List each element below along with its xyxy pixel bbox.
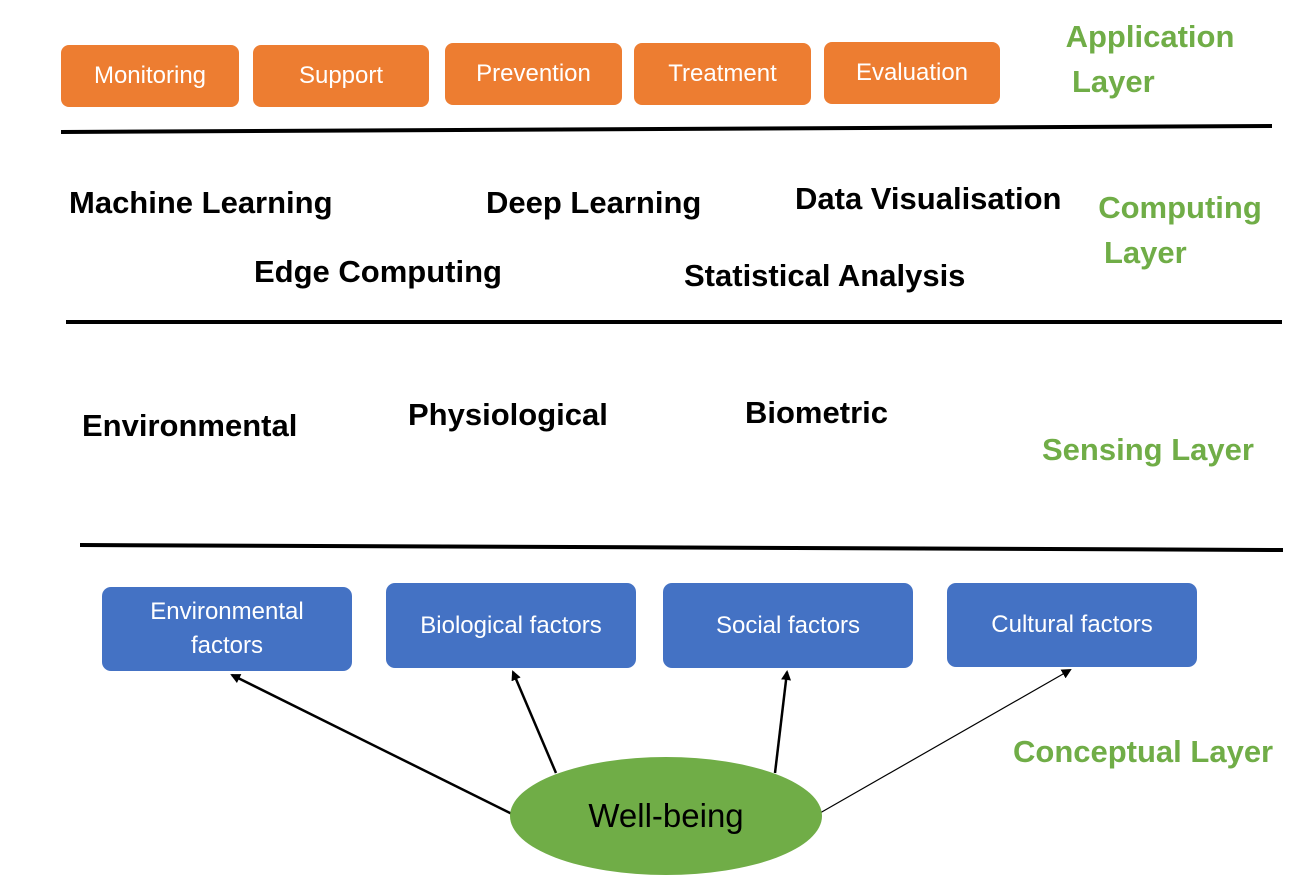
- sensing-term-environmental: Environmental: [82, 408, 298, 443]
- factor-box-biological: Biological factors: [386, 583, 636, 668]
- computing-term-data-visualisation: Data Visualisation: [795, 181, 1062, 216]
- arrow-to-biological-factors: [511, 670, 558, 774]
- factor-box-cultural: Cultural factors: [947, 583, 1197, 667]
- conceptual-layer-label: Conceptual Layer: [1013, 734, 1274, 769]
- application-box-treatment: Treatment: [634, 43, 811, 105]
- arrow-to-environmental-factors: [230, 673, 513, 816]
- sensing-term-biometric: Biometric: [745, 395, 888, 430]
- well-being-ellipse: Well-being: [510, 757, 822, 875]
- computing-term-statistical-analysis: Statistical Analysis: [684, 258, 966, 293]
- factor-box-environmental: Environmental factors: [102, 587, 352, 671]
- application-box-prevention: Prevention: [445, 43, 622, 105]
- sensing-layer-label: Sensing Layer: [1042, 432, 1254, 467]
- application-box-evaluation: Evaluation: [824, 42, 1000, 104]
- application-layer-label: Application Layer: [1060, 14, 1240, 104]
- computing-term-deep-learning: Deep Learning: [486, 185, 702, 220]
- separator-line-application: [60, 124, 1273, 134]
- sensing-term-physiological: Physiological: [408, 397, 608, 432]
- application-box-support: Support: [253, 45, 429, 107]
- computing-term-edge-computing: Edge Computing: [254, 254, 502, 289]
- application-layer-label-line1: Application: [1065, 19, 1235, 54]
- application-box-monitoring: Monitoring: [61, 45, 239, 107]
- computing-layer-label-line1: Computing: [1098, 190, 1262, 225]
- factor-environmental-line2: factors: [190, 632, 264, 659]
- computing-layer-label: Computing Layer: [1090, 185, 1270, 275]
- computing-term-machine-learning: Machine Learning: [69, 185, 333, 220]
- separator-line-sensing: [79, 543, 1284, 552]
- factor-box-social: Social factors: [663, 583, 913, 668]
- arrow-to-cultural-factors: [819, 669, 1072, 814]
- application-layer-label-line2: Layer: [1072, 64, 1155, 99]
- computing-layer-label-line2: Layer: [1104, 235, 1187, 270]
- factor-environmental-line1: Environmental: [150, 598, 304, 625]
- arrow-to-social-factors: [773, 670, 792, 774]
